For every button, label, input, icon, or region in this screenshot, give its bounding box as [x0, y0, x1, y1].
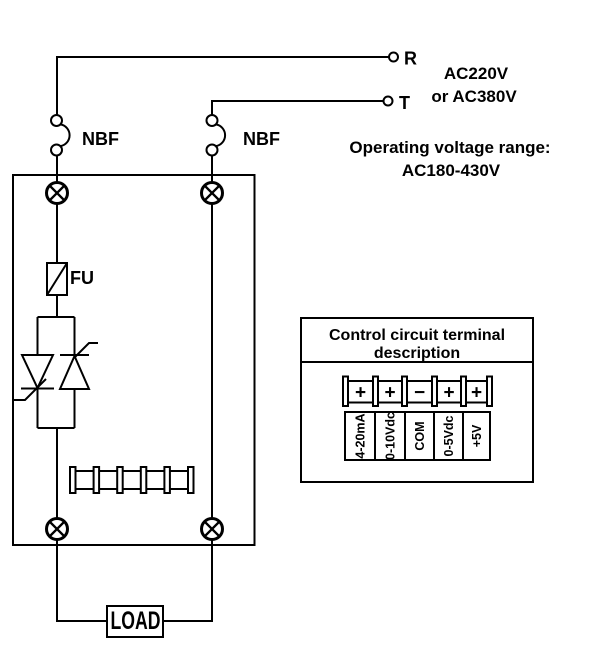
terminal-t-label: T [399, 93, 410, 113]
polarity-cell [436, 380, 462, 404]
breaker-left: NBF [50, 114, 119, 183]
heatsink-fin-icon [139, 466, 148, 494]
module-terminal-bottom-right [200, 517, 224, 541]
load-circuit: LOAD [56, 539, 213, 638]
breaker-arc-icon [60, 123, 71, 148]
polarity-cell [377, 380, 403, 404]
load-box [106, 605, 164, 638]
t-phase-wire [211, 100, 384, 116]
terminal-x-icon [203, 520, 221, 538]
signal-label: 4-20mA [354, 413, 368, 458]
terminal-r-circle [388, 51, 399, 63]
signal-label: 0-5Vdc [442, 415, 456, 456]
operating-range-line2: AC180-430V [402, 161, 501, 180]
control-box-outline [300, 317, 534, 483]
signal-label-cell [462, 411, 491, 461]
heatsink-band-icon [71, 470, 192, 490]
module-outline [12, 174, 256, 546]
wire [163, 539, 213, 622]
breaker-arc-icon [215, 123, 227, 148]
polarity-sign: + [384, 383, 395, 404]
control-box-title-line2: description [374, 345, 460, 362]
heatsink-fin-icon [69, 466, 77, 494]
scr-left-gate-icon [14, 378, 47, 401]
breaker-contact-icon [50, 114, 63, 127]
breaker-contact-icon [205, 143, 219, 157]
heatsink-fin-icon [187, 466, 195, 494]
polarity-cell [347, 380, 374, 404]
voltage-note-line2: or AC380V [431, 87, 517, 106]
breaker-left-label: NBF [82, 129, 119, 149]
breaker-contact-icon [205, 114, 219, 127]
operating-range-line1: Operating voltage range: [349, 138, 550, 157]
power-module-box: FU [12, 174, 256, 546]
scr-antiparallel-pair [14, 316, 98, 429]
heatsink-fin-icon [116, 466, 124, 494]
signal-label: 0-10Vdc [384, 412, 398, 460]
polarity-sign: + [443, 383, 454, 404]
fuse-slash-icon [46, 262, 68, 296]
control-box-title-line1: Control circuit terminal [329, 327, 505, 344]
ac-input-lines: R T [56, 49, 417, 116]
r-phase-wire [56, 56, 389, 116]
terminal-t-circle [382, 95, 394, 107]
terminal-x-icon [203, 184, 221, 202]
polarity-sign: − [414, 383, 425, 404]
fuse-symbol: FU [46, 262, 94, 296]
module-terminal-top-right [200, 181, 224, 205]
breaker-right: NBF [205, 114, 280, 183]
terminal-r-label: R [404, 49, 417, 69]
load-label: LOAD [111, 607, 161, 635]
wire [56, 539, 107, 622]
polarity-sign: + [355, 383, 366, 404]
polarity-cell [406, 380, 433, 404]
heatsink-fin-icon [163, 466, 171, 494]
signal-label: +5V [470, 424, 484, 447]
heatsink-symbol [69, 466, 195, 494]
polarity-sign: + [471, 383, 482, 404]
terminal-x-icon [48, 184, 66, 202]
control-terminal-box: Control circuit terminal description + +… [300, 317, 534, 483]
signal-label: COM [413, 421, 427, 450]
terminal-x-icon [48, 520, 66, 538]
module-terminal-top-left [45, 181, 69, 205]
polarity-cell [465, 380, 488, 404]
voltage-note-line1: AC220V [444, 64, 509, 83]
scr-left-triangle-icon [20, 354, 55, 391]
breaker-contact-icon [50, 143, 63, 157]
module-terminal-bottom-left [45, 517, 69, 541]
scr-right-gate-icon [73, 342, 98, 359]
scr-right-triangle-icon [58, 353, 91, 390]
fuse-label: FU [70, 268, 94, 288]
voltage-annotations: AC220V or AC380V Operating voltage range… [349, 64, 550, 180]
breaker-right-label: NBF [243, 129, 280, 149]
heatsink-fin-icon [92, 466, 101, 494]
